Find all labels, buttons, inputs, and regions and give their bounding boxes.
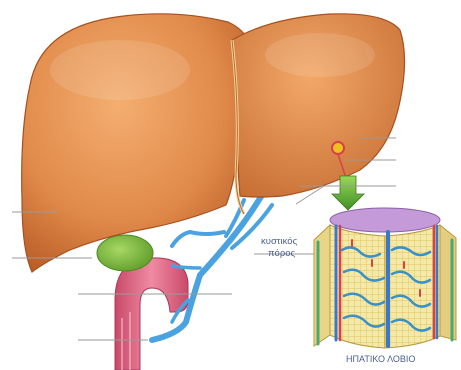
gallbladder (97, 235, 153, 271)
label-hepatic-lobule: ΗΠΑΤΙΚΟ ΛΟΒΙΟ (346, 354, 415, 364)
label-cystic-duct-line2: πόρος (268, 248, 296, 259)
pointer-dot (332, 142, 344, 154)
label-cystic-duct-line1: κυστικός (261, 236, 298, 247)
hepatic-lobule-inset (314, 208, 456, 348)
